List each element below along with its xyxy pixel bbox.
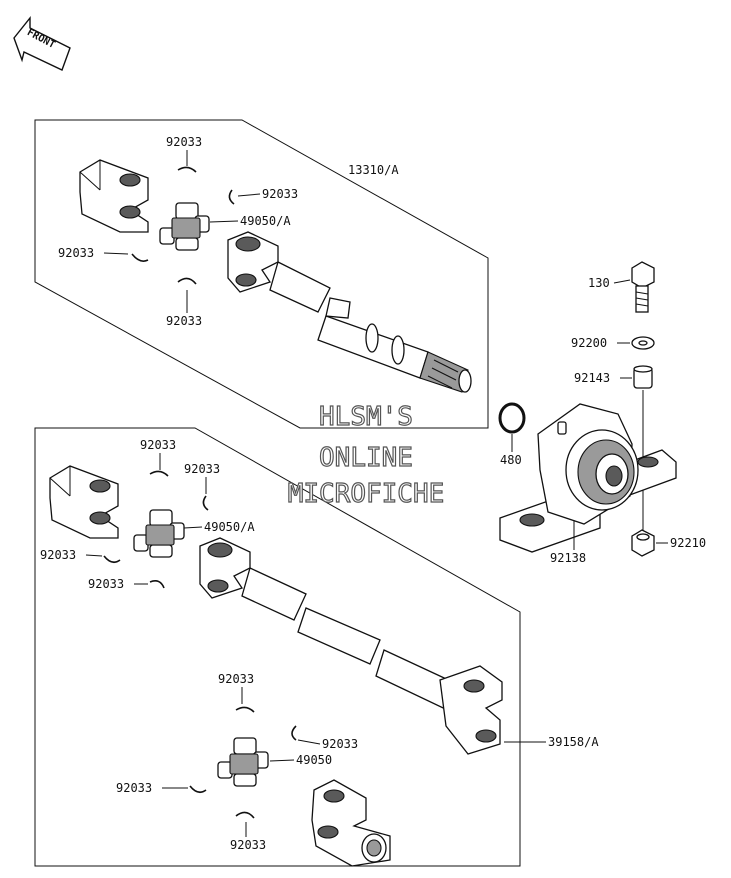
rear-clip-left-icon — [189, 785, 207, 794]
label-lower-clip-right: 92033 — [184, 462, 220, 476]
label-rear-clip-bottom: 92033 — [230, 838, 266, 852]
upper-clip-bottom-icon — [177, 277, 197, 285]
rear-yoke — [311, 779, 391, 867]
label-rear-clip-right: 92033 — [322, 737, 358, 751]
lower-clip-top-icon — [149, 470, 169, 477]
washer — [631, 336, 655, 350]
lower-clip-left-icon — [103, 555, 121, 564]
label-lower-clip-top: 92033 — [140, 438, 176, 452]
label-bearing: 92138 — [550, 551, 586, 565]
rear-clip-right-icon — [291, 725, 297, 741]
label-upper-shaft: 13310/A — [348, 163, 399, 177]
label-upper-clip-bottom: 92033 — [166, 314, 202, 328]
label-lower-clip-left2: 92033 — [88, 577, 124, 591]
lower-shaft — [199, 537, 503, 755]
front-arrow-icon: FRONT — [13, 16, 71, 71]
upper-shaft — [227, 231, 472, 393]
label-collar: 92143 — [574, 371, 610, 385]
watermark-line2: ONLINE — [319, 443, 413, 473]
lower-universal-joint — [133, 509, 185, 558]
lower-clip-left2-icon — [149, 580, 165, 589]
upper-clip-right-icon — [228, 189, 235, 205]
collar — [633, 365, 653, 389]
label-lower-clip-left: 92033 — [40, 548, 76, 562]
upper-clip-top-icon — [177, 166, 197, 173]
nut — [631, 529, 655, 557]
watermark-line3: MICROFICHE — [288, 479, 445, 509]
snap-ring-icon — [498, 402, 526, 434]
label-rear-clip-left: 92033 — [116, 781, 152, 795]
bolt — [631, 261, 655, 313]
upper-clip-left-icon — [131, 253, 149, 262]
label-nut: 92210 — [670, 536, 706, 550]
label-lower-shaft: 39158/A — [548, 735, 599, 749]
bearing-housing — [499, 403, 677, 553]
rear-clip-bottom-icon — [235, 811, 255, 819]
label-upper-clip-right: 92033 — [262, 187, 298, 201]
lower-group-frame — [34, 427, 521, 867]
upper-yoke — [79, 159, 149, 233]
label-upper-clip-top: 92033 — [166, 135, 202, 149]
rear-universal-joint — [217, 737, 269, 787]
label-snap-ring: 480 — [500, 453, 522, 467]
upper-universal-joint — [159, 202, 210, 251]
label-rear-joint: 49050 — [296, 753, 332, 767]
upper-group-frame — [34, 119, 489, 429]
label-lower-joint-a: 49050/A — [204, 520, 255, 534]
label-upper-clip-left: 92033 — [58, 246, 94, 260]
label-rear-clip-top: 92033 — [218, 672, 254, 686]
label-bolt: 130 — [588, 276, 610, 290]
label-upper-joint: 49050/A — [240, 214, 291, 228]
watermark-line1: HLSM'S — [319, 402, 413, 432]
label-washer: 92200 — [571, 336, 607, 350]
rear-clip-top-icon — [235, 706, 255, 713]
lower-yoke — [49, 465, 119, 539]
lower-clip-right-icon — [202, 495, 209, 511]
